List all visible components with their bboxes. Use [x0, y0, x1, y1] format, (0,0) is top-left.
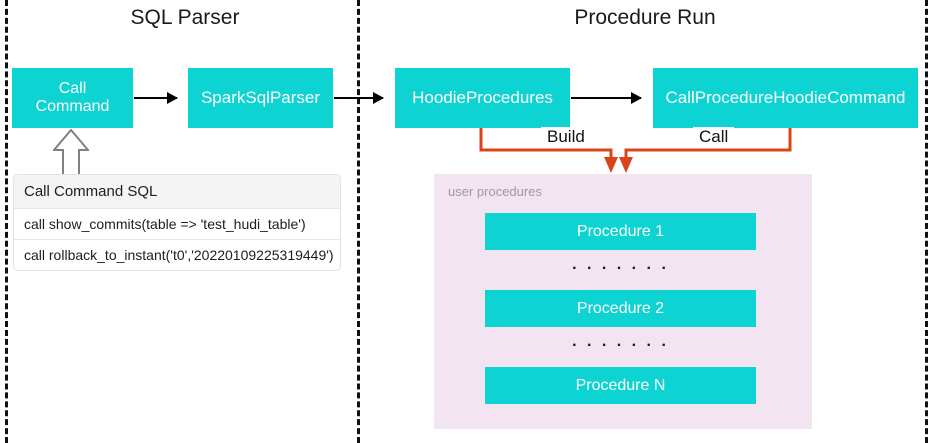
node-hoodie-procedures[interactable]: HoodieProcedures [395, 68, 570, 128]
user-procedures-panel: user procedures Procedure 1 . . . . . . … [434, 174, 812, 429]
arrow-right-icon-hoodie-procedures-to-command [571, 92, 642, 104]
sql-table-row: call rollback_to_instant('t0','202201092… [24, 247, 334, 263]
orange-down-arrow-icon-build [604, 157, 618, 173]
edge-label-build: Build [541, 127, 591, 147]
arrow-right-icon-call-command-to-parser [134, 92, 178, 104]
hollow-up-arrow-icon [53, 129, 89, 177]
orange-down-arrow-icon-call [619, 157, 633, 173]
call-command-sql-table: Call Command SQL call show_commits(table… [14, 175, 340, 270]
sql-table-row: call show_commits(table => 'test_hudi_ta… [14, 209, 340, 240]
section-title-sql-parser: SQL Parser [130, 6, 240, 29]
divider-right [925, 0, 928, 443]
sql-table-header: Call Command SQL [14, 175, 340, 209]
divider-left [5, 0, 8, 443]
procedures-separator-dots: . . . . . . . [572, 333, 669, 350]
procedure-box[interactable]: Procedure 2 [485, 290, 756, 327]
node-spark-sql-parser[interactable]: SparkSqlParser [188, 68, 333, 128]
edge-label-call: Call [693, 127, 735, 147]
node-call-command[interactable]: Call Command [12, 68, 133, 128]
procedure-box[interactable]: Procedure N [485, 367, 756, 404]
section-title-procedure-run: Procedure Run [574, 6, 716, 29]
divider-middle [357, 0, 360, 443]
user-procedures-caption: user procedures [448, 184, 542, 199]
arrow-right-icon-parser-to-hoodie-procedures [334, 92, 384, 104]
procedures-separator-dots: . . . . . . . [572, 256, 669, 273]
node-call-procedure-hoodie-command[interactable]: CallProcedureHoodieCommand [653, 68, 918, 128]
procedure-box[interactable]: Procedure 1 [485, 213, 756, 250]
